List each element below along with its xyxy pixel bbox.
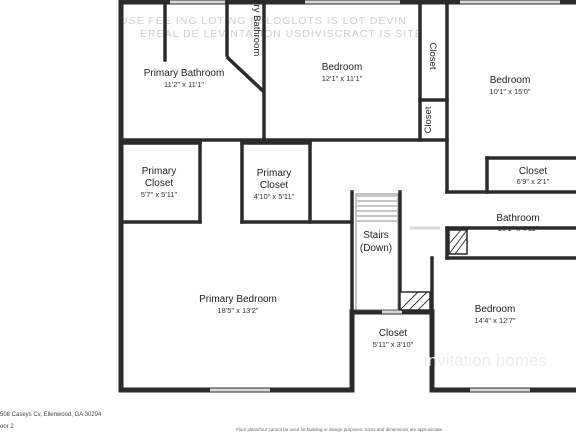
label-bedroom-bottom-right: Bedroom: [475, 304, 516, 315]
outer-walls: [118, 0, 576, 393]
label-stairs-2: (Down): [360, 243, 392, 254]
dims-primary-closet-center: 4'10" x 5'11": [254, 192, 295, 201]
label-bedroom-top-right: Bedroom: [490, 75, 531, 86]
label-primary-closet-center-1: Primary: [257, 168, 291, 179]
dims-primary-bedroom: 18'5" x 13'2": [217, 306, 258, 315]
label-closet-bottom: Closet: [379, 328, 408, 339]
watermark-brand: invitation homes: [424, 351, 547, 370]
label-primary-closet-left-1: Primary: [142, 166, 176, 177]
windows: [170, 0, 560, 392]
footer-floor: oor 2: [0, 424, 14, 430]
footer-address: 508 Caseys Cv, Ellenwood, GA 30294: [0, 412, 102, 418]
label-primary-closet-center-2: Closet: [260, 180, 289, 191]
dims-bathroom: 10'1" x 4'11": [498, 224, 539, 233]
dims-primary-bathroom: 11'2" x 11'1": [164, 80, 204, 89]
dims-bedroom-bottom-right: 14'4" x 12'7": [474, 316, 515, 325]
dims-primary-closet-left: 5'7" x 5'11": [141, 190, 178, 199]
footer-disclaimer: Floor plans/tour cannot be used for buil…: [236, 427, 443, 432]
stairs-treads: [357, 195, 397, 222]
label-primary-bathroom-vertical: Primary Bathroom: [251, 0, 262, 56]
hatch-block-bathroom: [448, 229, 468, 255]
dims-bedroom-top-right: 10'1" x 15'0": [489, 87, 530, 96]
dims-closet-right: 6'9" x 2'1": [517, 177, 550, 186]
label-bathroom: Bathroom: [496, 213, 539, 224]
interior-walls: [119, 0, 576, 314]
label-primary-bathroom: Primary Bathroom: [144, 68, 225, 79]
label-primary-bedroom: Primary Bedroom: [199, 294, 277, 305]
watermark-line-2: EREAL DE LEVINTATION USDIVISCRACT IS SIT…: [140, 28, 423, 40]
label-closet-vertical-2: Closet: [423, 106, 434, 133]
label-closet-vertical-1: Closet: [427, 43, 438, 70]
dims-closet-bottom: 5'11" x 3'10": [373, 340, 414, 349]
stairs-outline: [355, 193, 399, 311]
label-stairs-1: Stairs: [363, 230, 389, 241]
label-bedroom-top-center: Bedroom: [322, 62, 363, 73]
dims-bedroom-top-center: 12'1" x 11'1": [322, 74, 363, 83]
label-closet-right: Closet: [519, 166, 548, 177]
label-primary-closet-left-2: Closet: [145, 178, 174, 189]
hatch-block-closet: [399, 291, 431, 311]
